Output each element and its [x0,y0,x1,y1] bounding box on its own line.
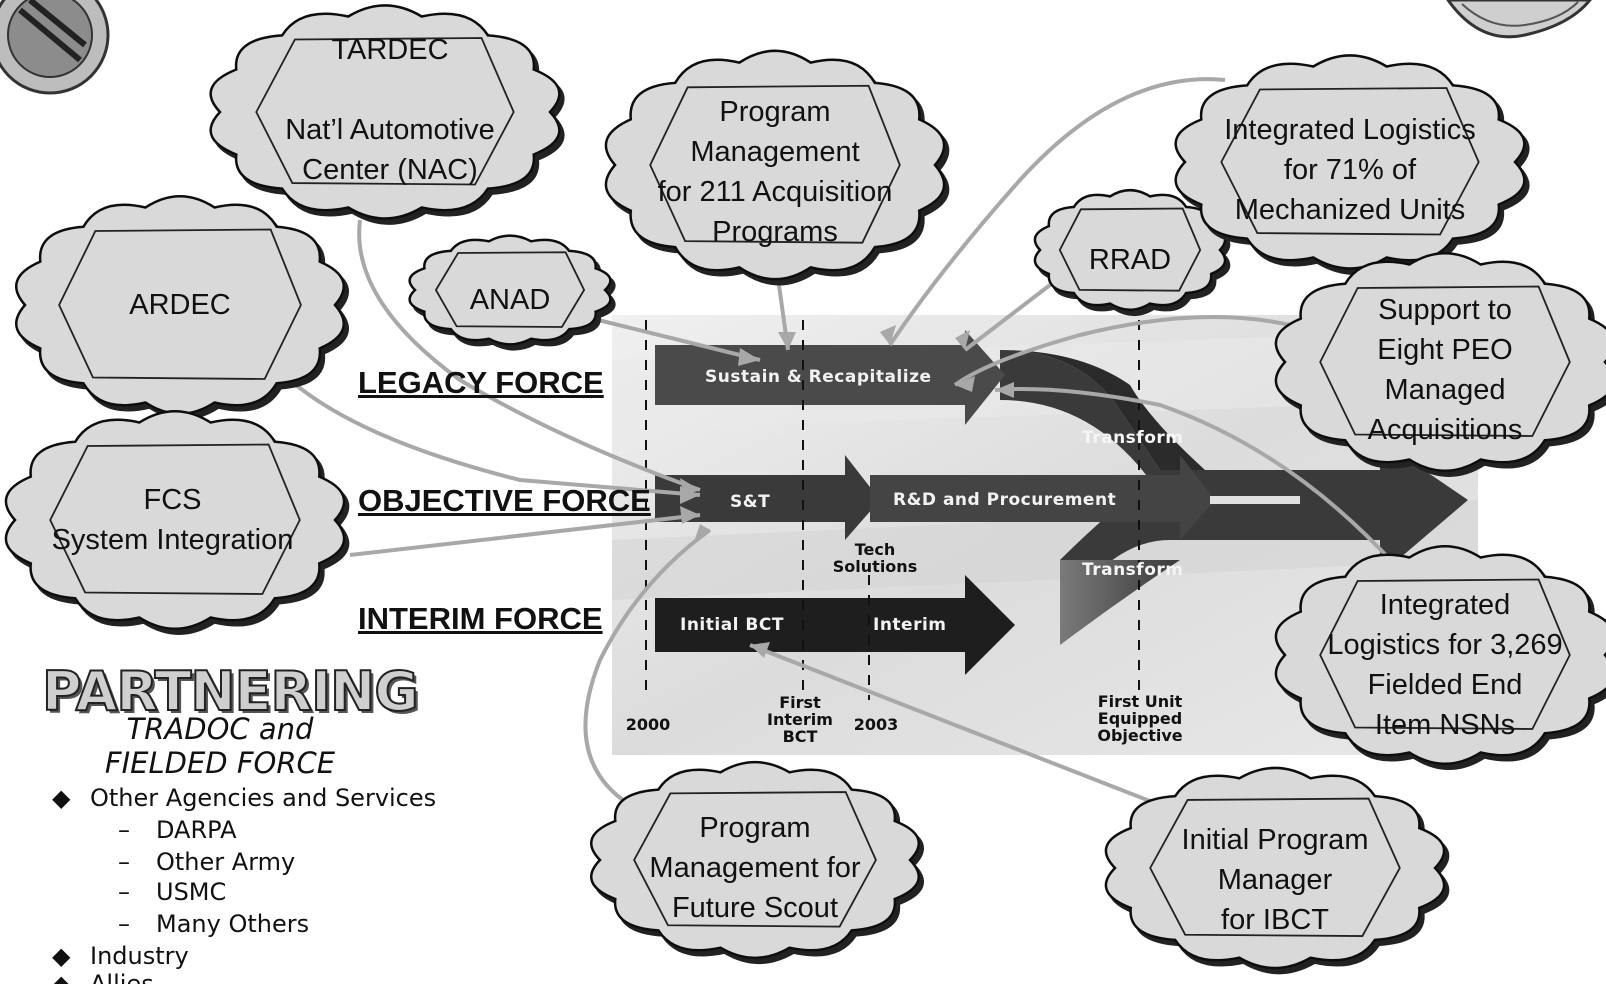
partnering-subtitle-line1: TRADOC and [126,712,314,746]
cloud-fcs: FCS System Integration [51,484,294,556]
objective-arrow [655,455,880,540]
arsenal-seal-logo-right [1446,0,1592,39]
sustain-recapitalize-label: Sustain & Recapitalize [705,367,932,387]
cloud-future-scout-shape [590,761,920,959]
cloud-layer [4,4,1606,970]
cloud-tardec-shape-inner-outline [255,37,515,186]
objective-force-label: OBJECTIVE FORCE [358,483,651,518]
cloud-ils71-shape-inner-outline [1220,87,1480,236]
cloud-fcs-shape [4,410,346,630]
cloud-program-management-211: Program Management for 211 Acquisition P… [657,96,893,248]
interim-arrow [655,575,1015,675]
cloud-ibct: Initial Program Manager for IBCT [1181,824,1369,936]
cloud-future-scout: Program Management for Future Scout [649,812,861,924]
partner-subitem: –Many Others [118,910,310,938]
year-2003-label: 2003 [853,715,899,734]
partner-item: ◆Allies [52,970,154,984]
partner-item: ◆Industry [52,942,189,970]
cloud-integrated-logistics-3269: Integrated Logistics for 3,269 Fielded E… [1327,589,1563,741]
partner-subitem: –USMC [118,878,227,906]
cloud-rrad-shape [1033,188,1227,312]
transform-lower-wedge [1060,560,1180,645]
transform-arrow [1000,350,1468,620]
year-markers [645,320,1140,700]
st-label: S&T [730,492,771,512]
cloud-future-scout-shape-inner-outline [633,791,877,928]
connector-lines [288,77,1397,807]
cloud-ardec-shape [15,195,345,415]
tech-solutions-label: Tech Solutions [832,540,918,576]
partner-subitem: –DARPA [118,816,237,844]
initial-bct-label: Initial BCT [680,615,784,635]
partner-item: ◆Other Agencies and Services [52,784,437,812]
cloud-ibct-shape [1104,766,1446,970]
army-seal-logo-left [0,0,110,95]
cloud-pm211-shape-inner-outline [649,84,901,244]
year-2000-label: 2000 [625,715,671,734]
legacy-force-label: LEGACY FORCE [358,365,604,400]
interim-label: Interim [873,615,947,635]
cloud-support-peo: Support to Eight PEO Managed Acquisition… [1367,294,1523,446]
cloud-rrad: RRAD [1088,244,1172,276]
cloud-anad: ANAD [469,284,551,316]
partnering-title: PARTNERING [41,659,420,724]
first-unit-equipped-label: First Unit Equipped Objective [1097,692,1183,745]
first-interim-bct-label: First Interim BCT [767,693,833,746]
cloud-ils3269-shape [1274,545,1606,765]
interim-force-label: INTERIM FORCE [358,601,603,636]
partner-subitem: –Other Army [118,848,296,876]
cloud-peo-shape-inner-outline [1319,285,1571,437]
cloud-anad-shape [408,234,612,346]
cloud-tardec: TARDEC Nat’l Automotive Center (NAC) [285,34,495,186]
cloud-ardec: ARDEC [129,289,231,321]
cloud-pm211-shape [604,49,946,281]
cloud-ils3269-shape-inner-outline [1319,578,1571,730]
connector-arrowheads [680,325,1014,658]
cloud-ibct-shape-inner-outline [1149,797,1401,937]
cloud-peo-shape [1274,252,1606,472]
cloud-anad-shape-inner-outline [434,251,586,328]
cloud-fcs-shape-inner-outline [49,443,301,595]
partnering-subtitle-line2: FIELDED FORCE [104,746,336,780]
transform-bottom-label: Transform [1082,560,1184,580]
rd-procurement-label: R&D and Procurement [893,490,1117,510]
cloud-rrad-shape-inner-outline [1058,207,1202,292]
transform-top-label: Transform [1082,428,1184,448]
cloud-integrated-logistics-71: Integrated Logistics for 71% of Mechaniz… [1224,114,1476,226]
cloud-ardec-shape-inner-outline [58,228,302,380]
cloud-tardec-shape [209,4,561,220]
